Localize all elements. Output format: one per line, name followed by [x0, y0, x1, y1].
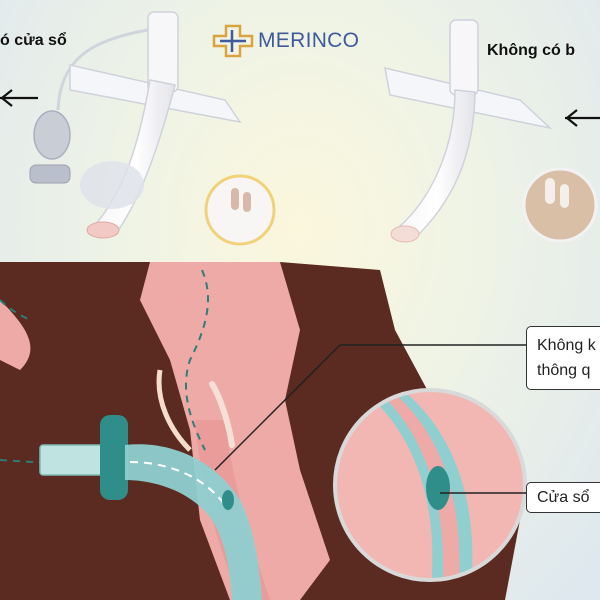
- callout-line-1: Không k: [537, 337, 596, 354]
- label-with-window: ó cửa sổ: [0, 32, 67, 49]
- medical-cross-icon: [212, 24, 254, 58]
- tube-connector: [39, 444, 106, 476]
- callout-window-text: Cửa sổ: [537, 489, 590, 506]
- pilot-valve: [29, 164, 71, 184]
- arrow-right-icon: [565, 109, 600, 127]
- tube-inner-flow: [129, 461, 226, 506]
- tube-flange-plate: [100, 415, 128, 500]
- pilot-balloon: [33, 110, 71, 160]
- brand-name: MERINCO: [258, 29, 360, 52]
- callout-window: Cửa sổ: [526, 482, 600, 513]
- tube-tip-right: [390, 225, 420, 243]
- tube-fenestration: [222, 490, 234, 510]
- tube-shaft: [93, 79, 176, 236]
- leader-line-top: [214, 344, 341, 471]
- tube-cuff: [80, 161, 144, 209]
- nasal-pink: [0, 300, 31, 370]
- fenestration-zoom-left: [204, 174, 276, 246]
- pilot-line: [56, 28, 149, 111]
- fenestrated-tube-product: [29, 11, 242, 239]
- magnified-window: [426, 466, 450, 510]
- callout-line-2: thông q: [537, 362, 591, 379]
- vocal-fold: [209, 381, 235, 448]
- airflow-upper: [184, 269, 209, 451]
- brand-logo: MERINCO: [212, 24, 359, 58]
- airway-pink: [140, 262, 330, 600]
- airflow-nasal: [0, 299, 31, 321]
- tube-tip: [86, 221, 120, 239]
- label-without-window: Không có b: [487, 42, 575, 59]
- tube-shaft-right: [396, 89, 476, 241]
- tube-body: [125, 444, 262, 600]
- magnified-view: [333, 388, 527, 582]
- no-fenestration-zoom-right: [522, 167, 598, 243]
- epiglottis: [156, 369, 192, 452]
- callout-no-airflow: Không k thông q: [526, 326, 600, 390]
- tube-in-situ: [39, 415, 262, 600]
- arrow-left-icon: [0, 89, 38, 107]
- non-fenestrated-tube-product: [384, 19, 553, 243]
- tube-neck-right: [449, 19, 479, 96]
